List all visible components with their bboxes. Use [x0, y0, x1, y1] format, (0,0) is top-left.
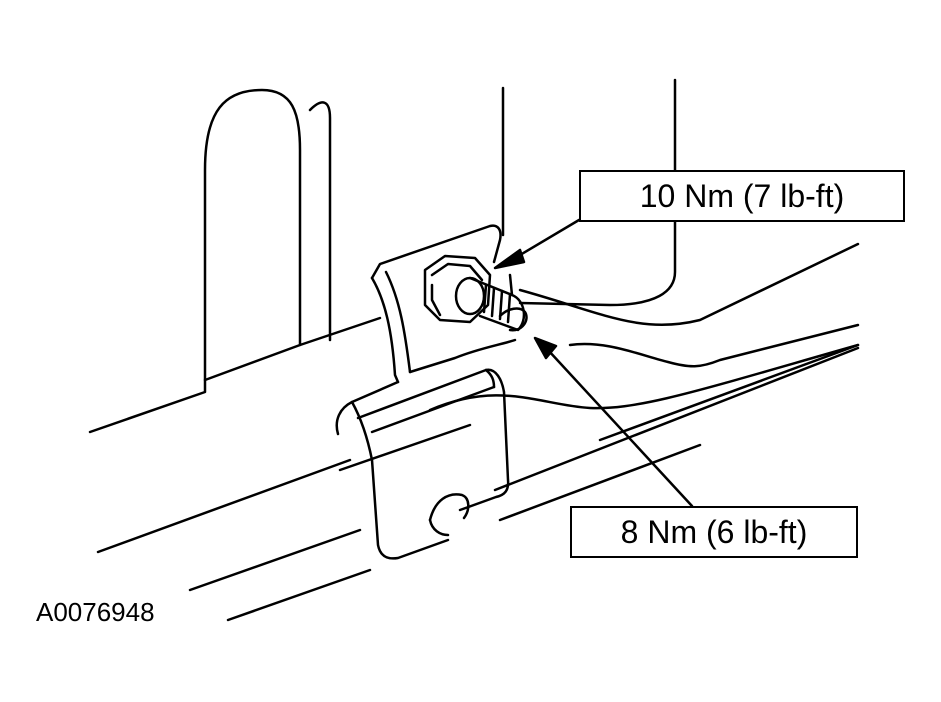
arrow-bottom-head — [533, 336, 558, 360]
arrow-top-head — [493, 248, 526, 270]
torque-callout-lower: 8 Nm (6 lb-ft) — [570, 506, 858, 558]
housing-outline — [88, 78, 677, 434]
nut-and-bolt — [423, 254, 528, 332]
frame-rails — [96, 242, 860, 622]
leader-bottom — [533, 336, 694, 508]
figure-id-label: A0076948 — [36, 597, 155, 627]
clamp-bracket — [335, 224, 517, 560]
torque-callout-upper: 10 Nm (7 lb-ft) — [579, 170, 905, 222]
leader-top — [493, 218, 581, 270]
